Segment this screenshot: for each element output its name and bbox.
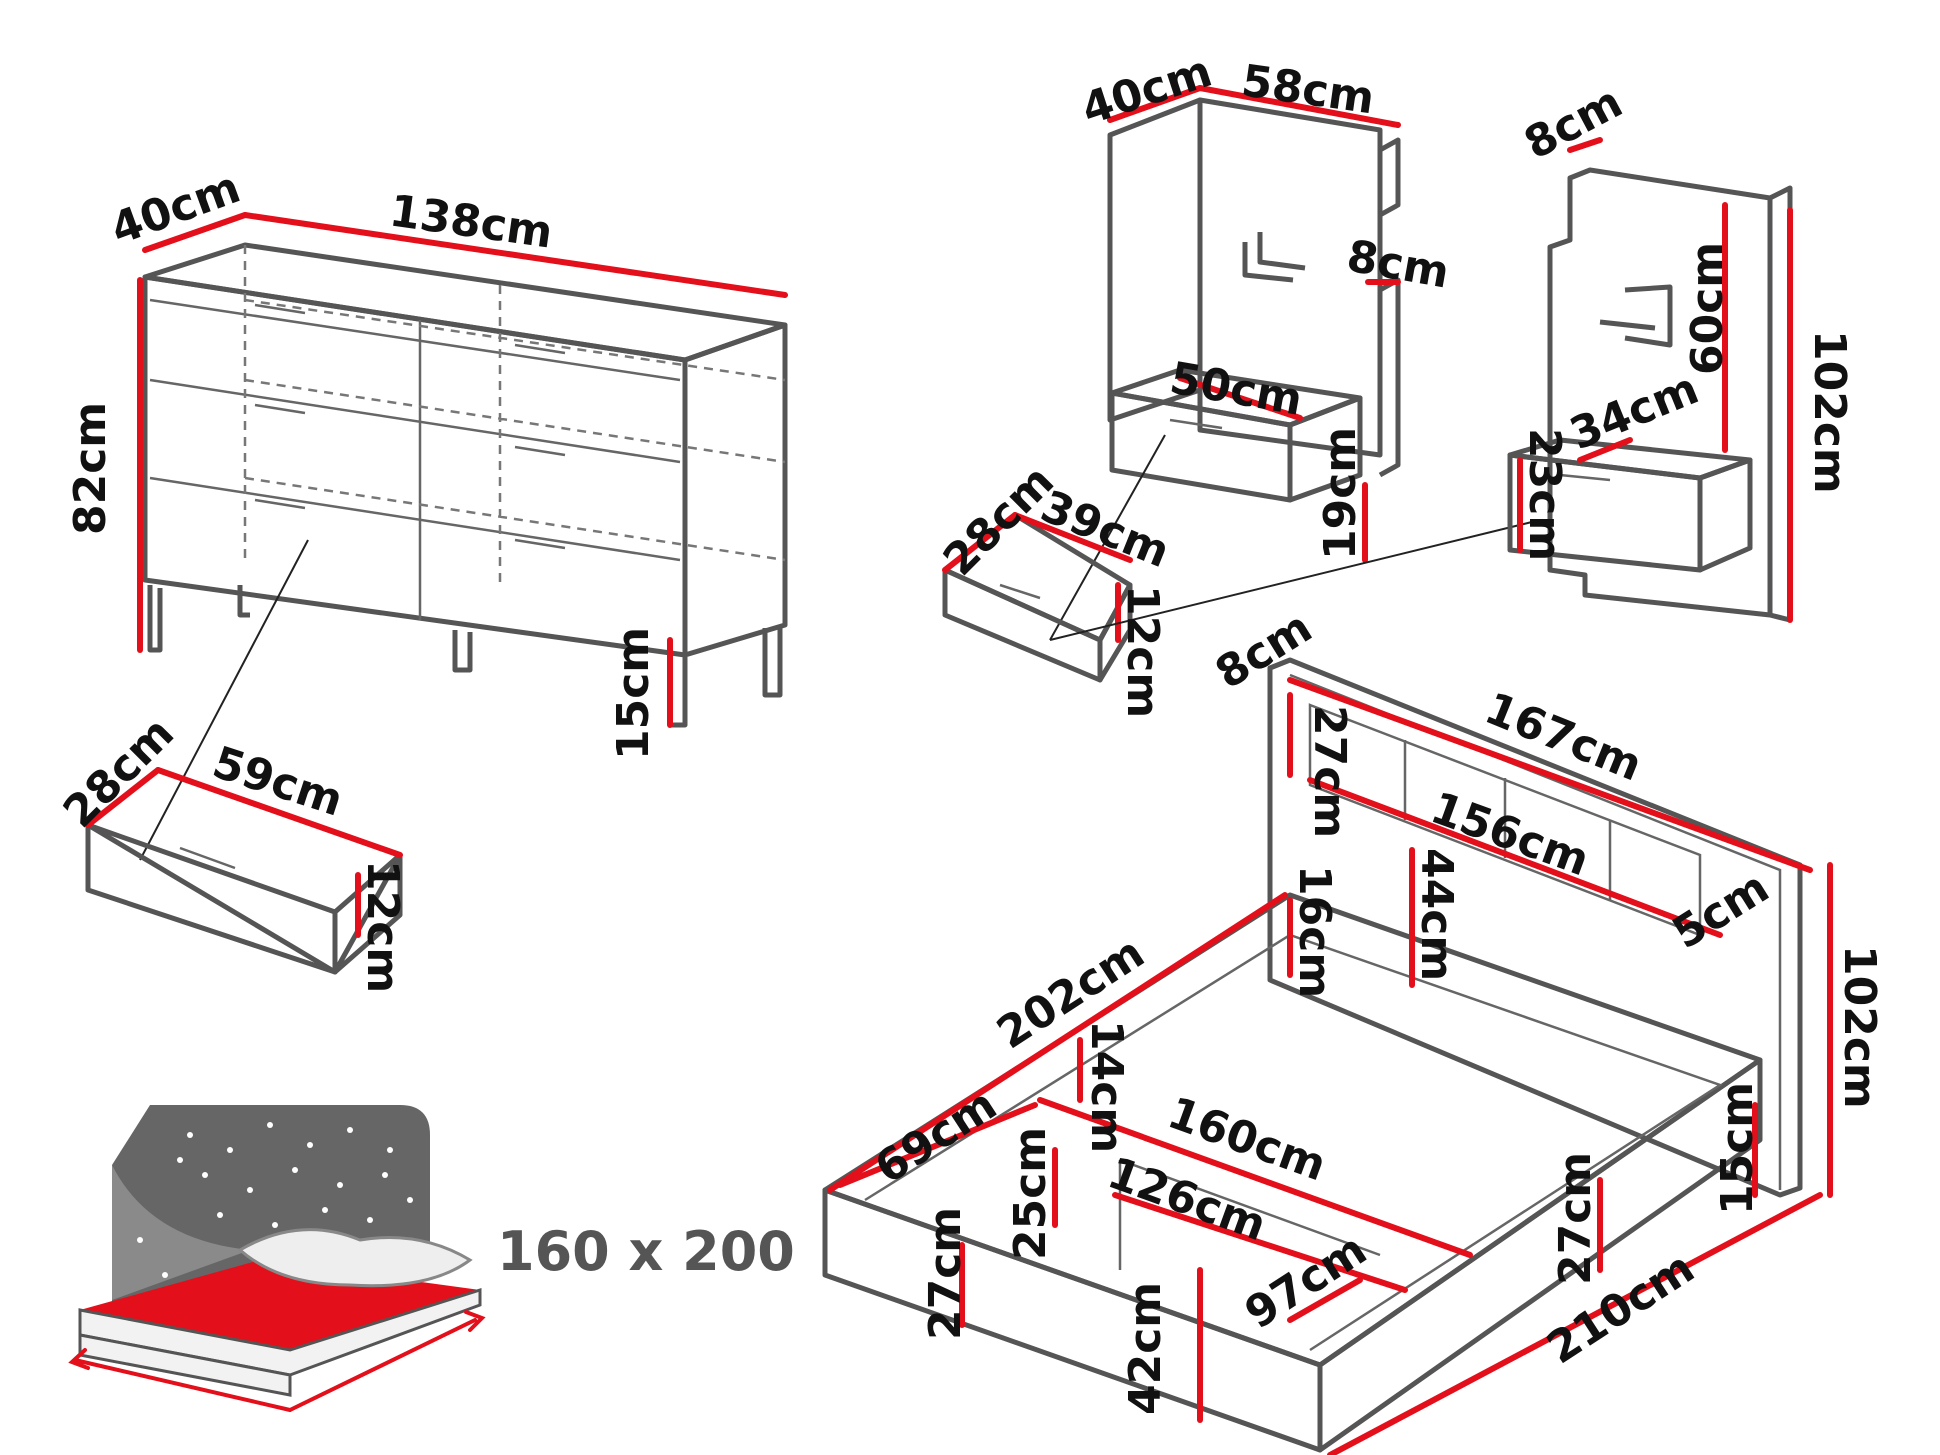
nightstand-panel-thickness-label: 8cm [1343, 231, 1453, 299]
nightstand-front-drawing [1049, 85, 1401, 641]
bed-base-height-label: 42cm [1120, 1282, 1171, 1415]
bed-frame-top-label: 16cm [1289, 865, 1340, 998]
dresser-drawer-height-label: 12cm [357, 860, 408, 993]
nightstand-side-drawing [1507, 137, 1793, 623]
dresser-drawer-drawing [85, 767, 403, 975]
mattress-size-label: 160 x 200 [497, 1220, 795, 1283]
nightstand-top-width-label: 50cm [1166, 353, 1306, 426]
nightstand-top-height-label: 19cm [1315, 427, 1366, 560]
nightstand-width-label: 58cm [1238, 55, 1377, 124]
bed-storage-height-label: 25cm [1005, 1127, 1056, 1260]
bed-panel-height-label: 27cm [1304, 705, 1355, 838]
bed-headboard-width-label: 167cm [1478, 683, 1649, 792]
nightstand-side-panel-height-label: 60cm [1682, 242, 1733, 375]
star-pattern-icon [127, 1122, 413, 1303]
bed-shelf-depth-label: 5cm [1664, 862, 1778, 960]
bed-drawing [822, 657, 1833, 1455]
bed-side-height-label: 27cm [920, 1207, 971, 1340]
bed-storage-width-label: 69cm [866, 1079, 1005, 1194]
dresser-width-label: 138cm [386, 185, 555, 258]
bed-foot-height-label: 15cm [1712, 1082, 1763, 1215]
bed-with-mattress-icon [68, 1105, 486, 1412]
bed-front-height-label: 27cm [1550, 1152, 1601, 1285]
bed-total-height-label: 102cm [1834, 945, 1885, 1109]
dresser-drawing [137, 212, 788, 861]
nightstand-side-total-height-label: 102cm [1804, 330, 1855, 494]
nightstand-front-drawer-drawing [942, 512, 1541, 683]
bed-headboard-section-label: 44cm [1411, 848, 1462, 981]
nightstand-side-thickness-label: 8cm [1516, 77, 1630, 170]
dresser-height-label: 82cm [65, 402, 116, 535]
bed-side-rail-label: 14cm [1081, 1020, 1132, 1153]
nightstand-side-box-height-label: 23cm [1519, 428, 1570, 561]
nightstand-drawer-height-label: 12cm [1117, 585, 1168, 718]
nightstand-drawer-width-label: 39cm [1034, 481, 1177, 578]
dresser-leg-height-label: 15cm [608, 627, 659, 760]
